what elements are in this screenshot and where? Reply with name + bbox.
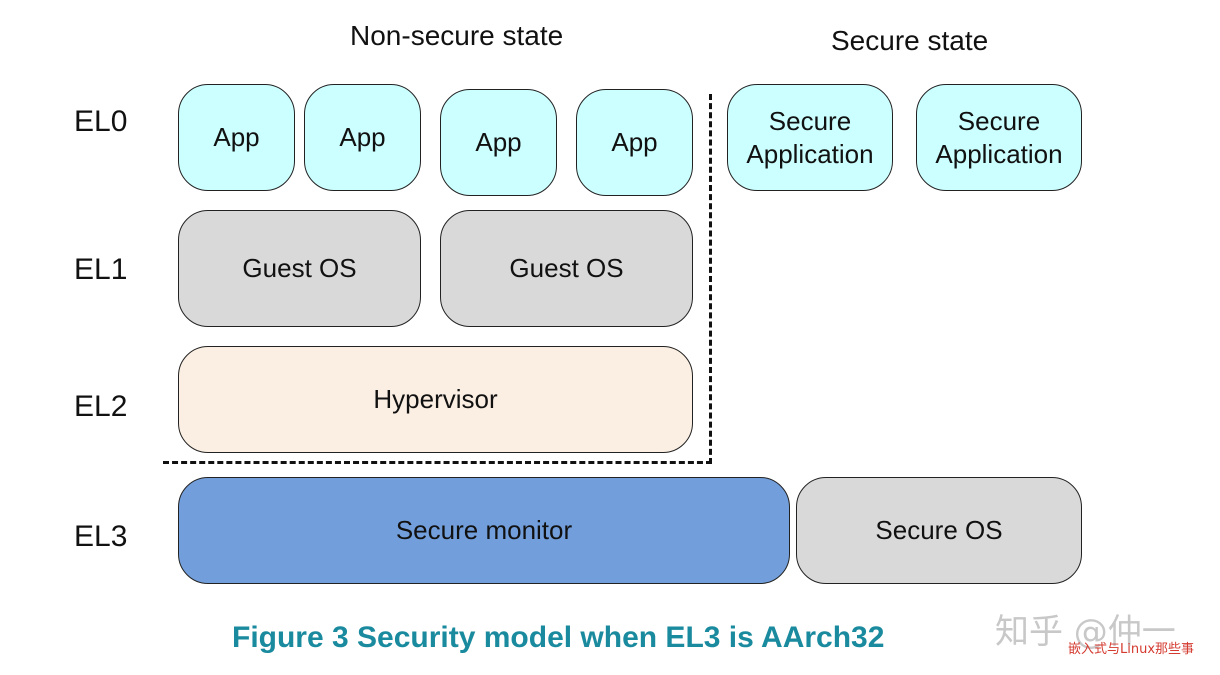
app-box-3: App bbox=[440, 89, 557, 196]
secure-os-label: Secure OS bbox=[875, 515, 1003, 545]
state-boundary-horizontal-line bbox=[163, 461, 712, 464]
guest-os-box-1: Guest OS bbox=[178, 210, 421, 327]
secure-os-box: Secure OS bbox=[796, 477, 1082, 584]
secure-application-label-2: Secure Application bbox=[935, 105, 1063, 169]
app-label-4: App bbox=[611, 127, 658, 157]
watermark-sub: 嵌入式与Linux那些事 bbox=[1068, 642, 1195, 657]
app-label-1: App bbox=[213, 122, 260, 152]
non-secure-state-heading: Non-secure state bbox=[350, 20, 564, 51]
app-box-4: App bbox=[576, 89, 693, 196]
secure-application-box-1: Secure Application bbox=[727, 84, 893, 191]
el3-label: EL3 bbox=[74, 520, 128, 553]
guest-os-box-2: Guest OS bbox=[440, 210, 693, 327]
app-label-2: App bbox=[339, 122, 386, 152]
watermark-main: 知乎 @仲一 bbox=[995, 612, 1176, 652]
app-label-3: App bbox=[475, 127, 522, 157]
el2-label: EL2 bbox=[74, 390, 128, 423]
secure-monitor-label: Secure monitor bbox=[395, 515, 573, 545]
secure-state-heading: Secure state bbox=[831, 25, 989, 56]
guest-os-label-1: Guest OS bbox=[242, 253, 357, 283]
state-boundary-vertical-line bbox=[709, 94, 712, 464]
secure-monitor-box: Secure monitor bbox=[178, 477, 790, 584]
app-box-2: App bbox=[304, 84, 421, 191]
hypervisor-box: Hypervisor bbox=[178, 346, 693, 453]
secure-application-label-1: Secure Application bbox=[746, 105, 874, 169]
app-box-1: App bbox=[178, 84, 295, 191]
secure-application-box-2: Secure Application bbox=[916, 84, 1082, 191]
hypervisor-label: Hypervisor bbox=[373, 384, 498, 414]
guest-os-label-2: Guest OS bbox=[509, 253, 624, 283]
figure-caption: Figure 3 Security model when EL3 is AArc… bbox=[232, 621, 885, 654]
el0-label: EL0 bbox=[74, 105, 128, 138]
el1-label: EL1 bbox=[74, 253, 128, 286]
